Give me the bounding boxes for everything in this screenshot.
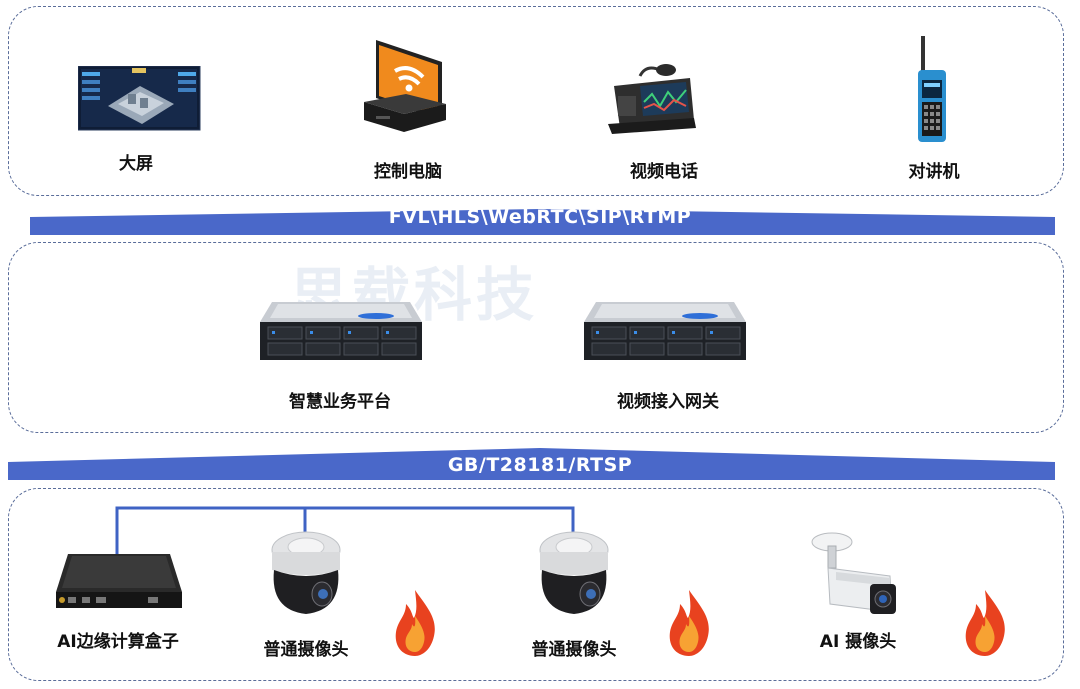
terminal-panel (8, 6, 1064, 196)
device-label-edge-box: AI边缘计算盒子 (57, 632, 179, 652)
video-wall-icon (78, 66, 201, 131)
protocol-banner-top-text: FVL\HLS\WebRTC\SIP\RTMP (388, 206, 692, 228)
device-label-video-phone: 视频电话 (630, 162, 698, 182)
device-label-walkie-talkie: 对讲机 (908, 162, 960, 182)
control-computer-icon (364, 40, 446, 132)
video-phone-icon (608, 64, 696, 134)
fire-icon (965, 590, 1005, 656)
device-label-camera-2: 普通摄像头 (531, 640, 617, 660)
server-label-video-gateway: 视频接入网关 (617, 392, 719, 412)
protocol-banner-bottom-text: GB/T28181/RTSP (447, 454, 633, 476)
device-label-control-computer: 控制电脑 (374, 162, 442, 182)
dome-camera-icon (539, 531, 609, 614)
device-label-video-wall: 大屏 (119, 154, 153, 174)
rack-server-icon (260, 302, 422, 360)
fire-icon (669, 590, 709, 656)
bullet-camera-icon (811, 532, 896, 614)
device-label-ai-camera: AI 摄像头 (819, 632, 897, 652)
platform-panel (8, 242, 1064, 433)
edge-device-panel (8, 488, 1064, 681)
protocol-banner-top (30, 209, 1055, 235)
protocol-banner-bottom (8, 448, 1055, 480)
dome-camera-icon (271, 531, 341, 614)
fire-icon (395, 590, 435, 656)
walkie-talkie-icon (918, 36, 946, 142)
device-label-camera-1: 普通摄像头 (263, 640, 349, 660)
server-label-business-platform: 智慧业务平台 (289, 392, 391, 412)
edge-box-icon (56, 554, 182, 608)
rack-server-icon (584, 302, 746, 360)
